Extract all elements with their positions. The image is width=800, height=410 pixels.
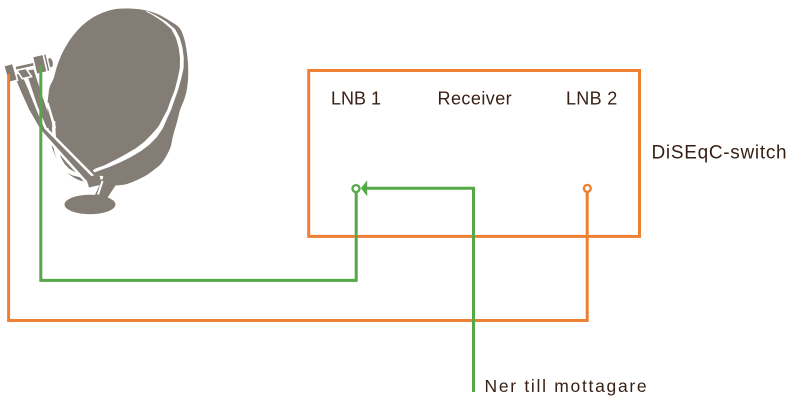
svg-text:Receiver: Receiver: [438, 89, 513, 109]
svg-text:LNB 2: LNB 2: [566, 89, 618, 109]
svg-text:Ner till mottagare: Ner till mottagare: [485, 376, 649, 396]
svg-text:DiSEqC-switch: DiSEqC-switch: [652, 143, 788, 164]
svg-text:LNB 1: LNB 1: [331, 89, 381, 109]
